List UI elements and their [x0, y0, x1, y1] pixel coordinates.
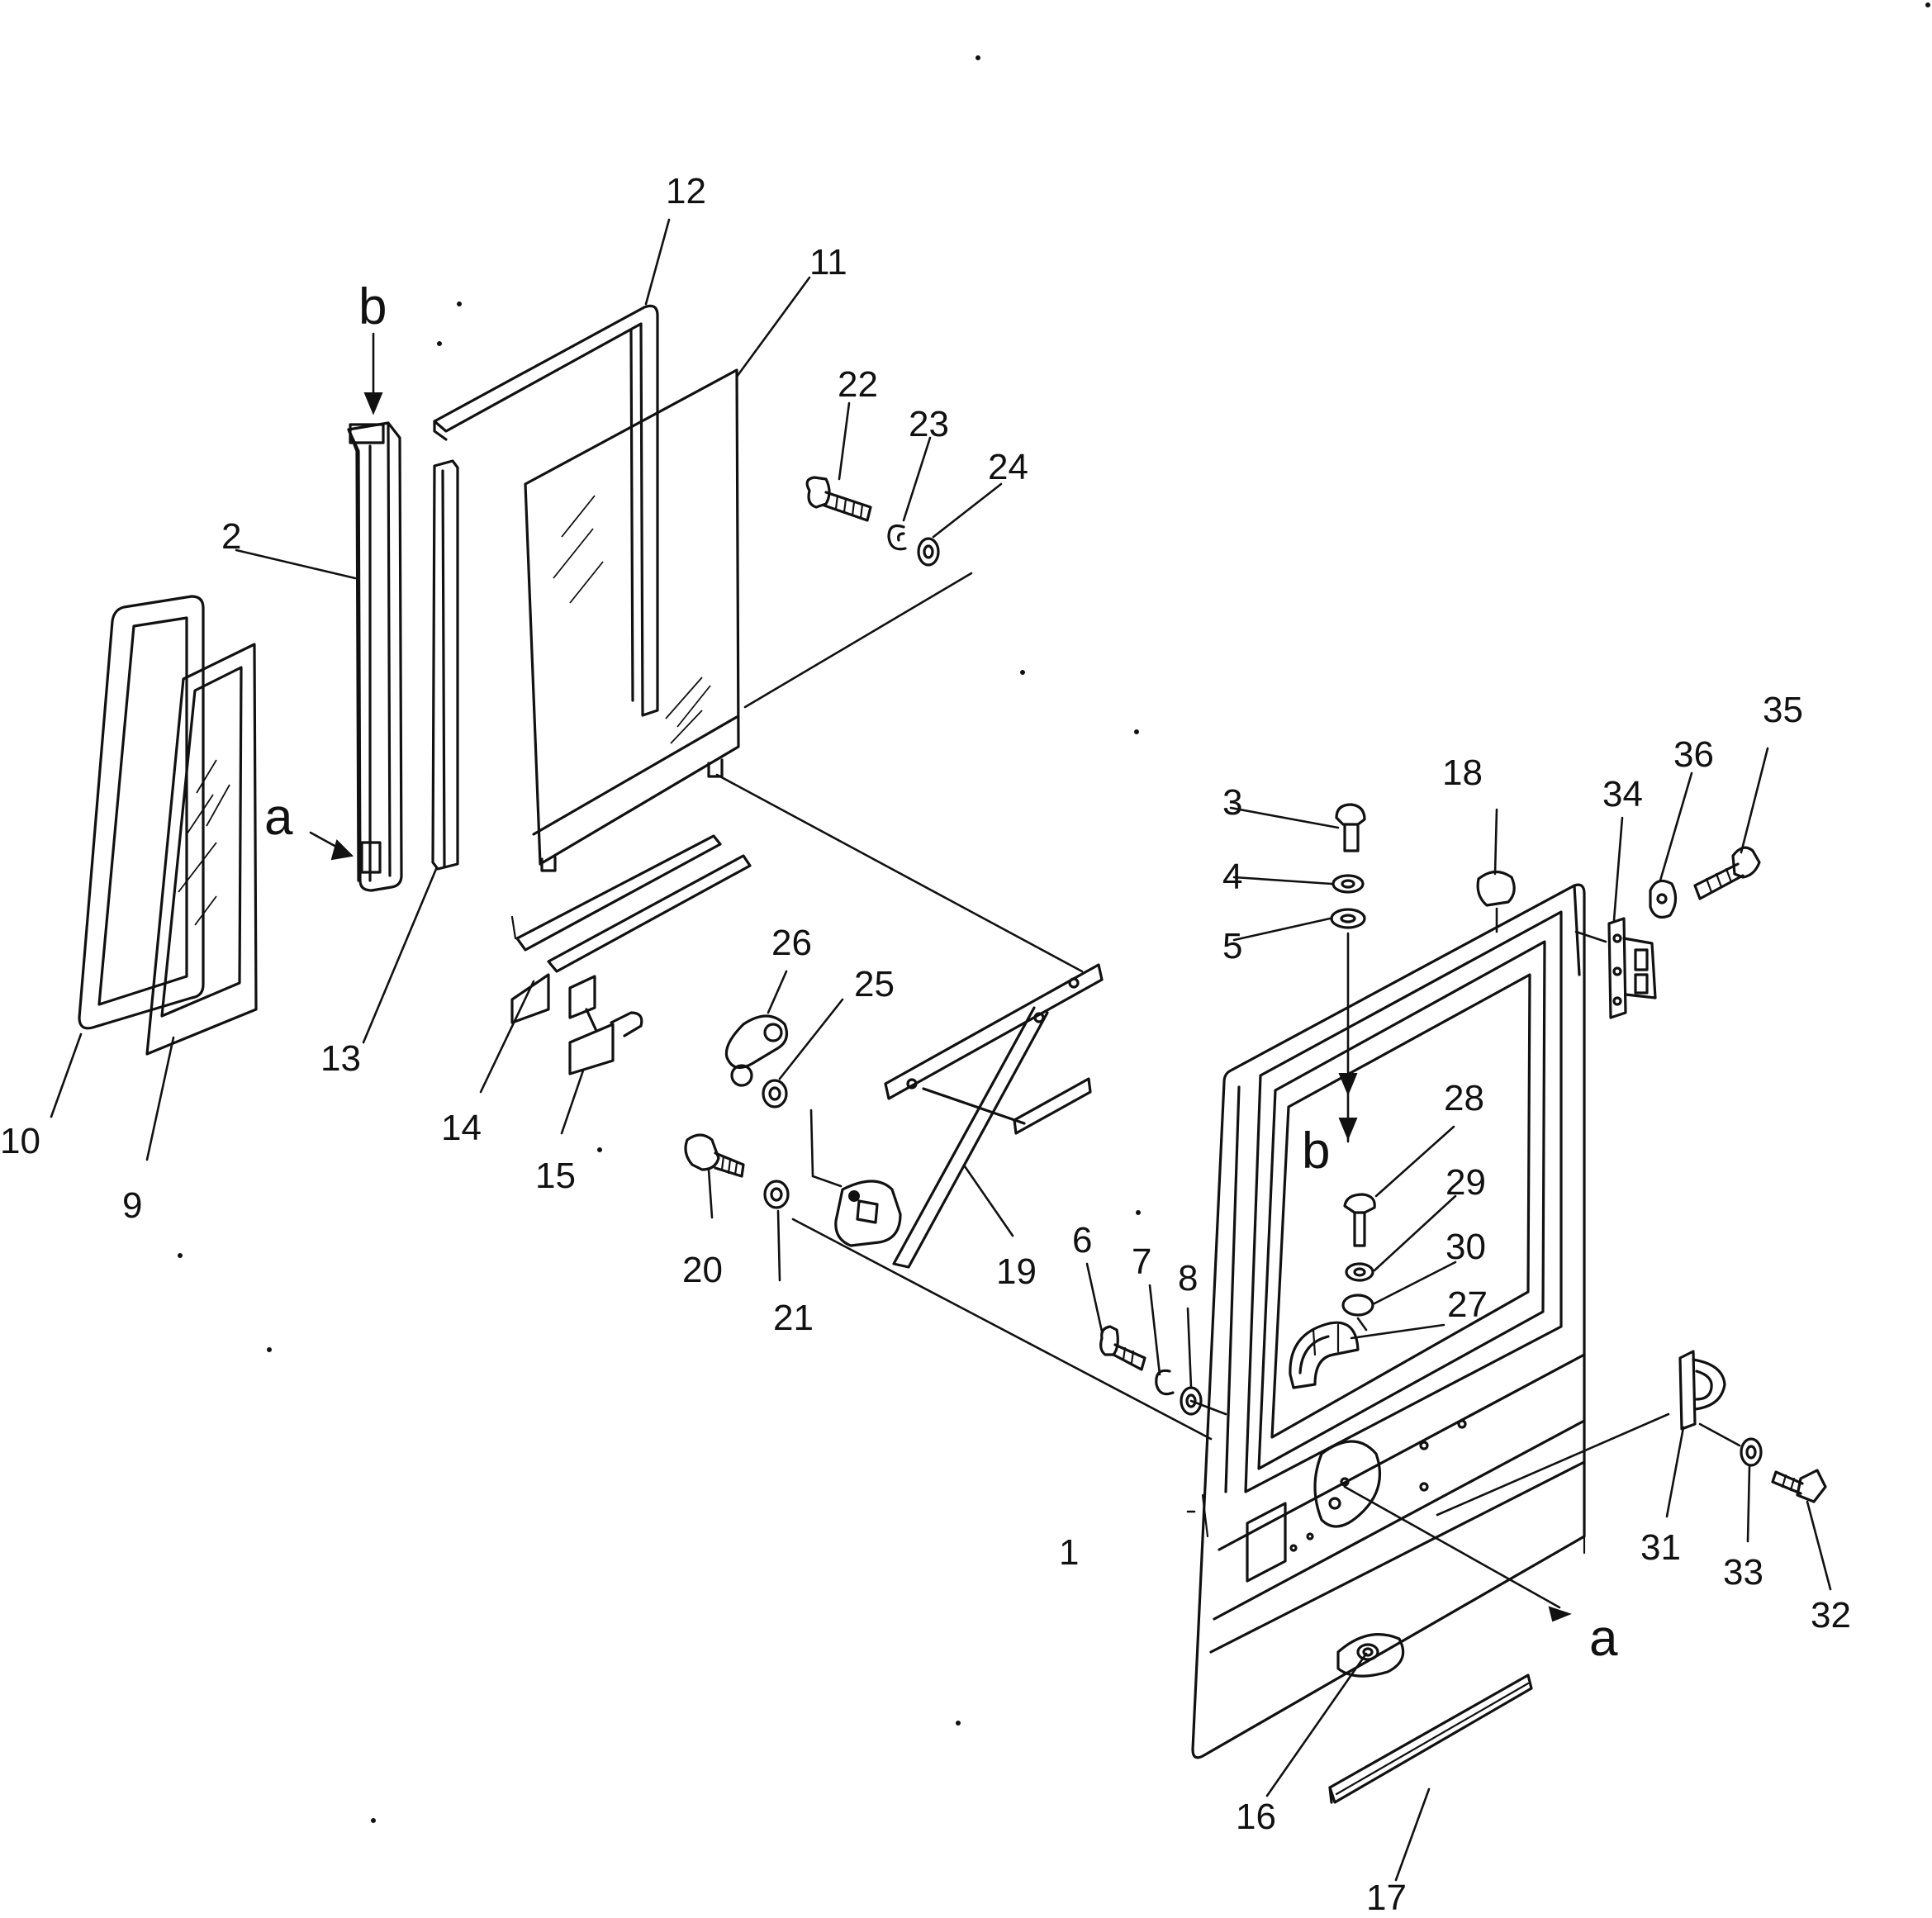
callout-16: 16 — [1236, 1797, 1276, 1837]
reference-b-right: b — [1302, 1123, 1330, 1180]
callout-3: 3 — [1222, 782, 1242, 823]
arrow-b-right — [1338, 1072, 1358, 1143]
callout-35: 35 — [1763, 690, 1803, 730]
part-1-door-panel — [1191, 883, 1586, 1759]
callout-12: 12 — [666, 171, 706, 211]
part-5-washer — [1330, 908, 1366, 929]
part-22-bolt — [805, 476, 872, 522]
callout-20: 20 — [682, 1250, 723, 1290]
reference-a-left: a — [264, 789, 293, 846]
callout-10: 10 — [0, 1121, 40, 1161]
part-12-run-channel — [433, 304, 659, 717]
callout-1: 1 — [1059, 1532, 1079, 1573]
part-15-latch-bracket — [568, 975, 643, 1075]
part-36-lock-washer — [1649, 879, 1678, 919]
part-3-screw — [1335, 803, 1366, 852]
callout-6: 6 — [1072, 1220, 1092, 1260]
part-2-pillar-channel — [347, 421, 403, 892]
callout-19: 19 — [996, 1251, 1037, 1292]
part-14-guide-rails — [510, 834, 752, 1024]
assembly-lines — [715, 572, 1741, 1609]
part-19-window-regulator — [834, 963, 1104, 1269]
part-11-sliding-glass — [524, 368, 740, 872]
callout-30: 30 — [1445, 1227, 1486, 1267]
part-33-washer — [1740, 1437, 1763, 1467]
part-25-washer — [762, 1079, 788, 1109]
callout-22: 22 — [838, 364, 878, 405]
part-16-grommet — [1362, 1647, 1374, 1657]
part-34-hinge — [1607, 917, 1657, 1019]
callout-13: 13 — [320, 1038, 361, 1079]
part-24-washer — [917, 537, 940, 567]
callout-7: 7 — [1132, 1241, 1151, 1282]
callout-26: 26 — [771, 923, 812, 963]
reference-b-left: b — [358, 278, 387, 335]
arrow-b-left — [363, 332, 383, 415]
callout-34: 34 — [1602, 774, 1643, 814]
part-18-plug — [1476, 870, 1516, 907]
callout-28: 28 — [1444, 1078, 1484, 1118]
callout-18: 18 — [1442, 752, 1483, 793]
callout-labels: 1 2 3 4 5 6 7 8 9 10 11 12 13 14 15 16 1… — [0, 171, 1851, 1918]
callout-23: 23 — [909, 404, 949, 444]
callout-32: 32 — [1811, 1595, 1851, 1636]
callout-14: 14 — [441, 1108, 482, 1148]
part-20-bolt — [684, 1133, 745, 1178]
callout-15: 15 — [535, 1156, 576, 1196]
callout-8: 8 — [1178, 1258, 1198, 1298]
part-10-seal-frame — [78, 595, 205, 1030]
callout-33: 33 — [1723, 1552, 1763, 1593]
part-26-handle-arm — [724, 1014, 788, 1087]
scan-specks — [178, 2, 1930, 1823]
callout-5: 5 — [1222, 926, 1242, 966]
callout-9: 9 — [122, 1185, 142, 1226]
callout-24: 24 — [988, 447, 1028, 487]
part-29-spring-washer — [1345, 1262, 1374, 1282]
callout-21: 21 — [773, 1298, 814, 1338]
part-32-bolt — [1771, 1469, 1827, 1503]
callout-leaders — [50, 218, 1832, 1882]
reference-a-right: a — [1589, 1610, 1618, 1667]
callout-36: 36 — [1673, 734, 1714, 775]
callout-11: 11 — [809, 242, 847, 282]
part-31-striker — [1678, 1350, 1726, 1431]
part-4-spring-washer — [1332, 874, 1365, 894]
callout-31: 31 — [1640, 1527, 1681, 1568]
part-30-washer — [1341, 1294, 1374, 1317]
part-27-handle-cup — [1289, 1321, 1360, 1389]
part-23-spring-washer — [887, 524, 907, 551]
part-9-glass-panel — [145, 643, 258, 1056]
part-7-spring-washer — [1155, 1369, 1175, 1396]
callout-4: 4 — [1222, 857, 1242, 897]
arrow-a-right — [1548, 1606, 1572, 1622]
part-28-screw — [1343, 1193, 1376, 1247]
part-17-bottom-strip — [1328, 1674, 1533, 1804]
callout-17: 17 — [1366, 1878, 1407, 1918]
callout-25: 25 — [854, 964, 895, 1004]
part-21-washer — [763, 1180, 790, 1209]
arrow-a-left — [309, 831, 354, 861]
part-35-bolt — [1693, 846, 1761, 900]
part-6-bolt — [1099, 1325, 1146, 1371]
callout-2: 2 — [221, 516, 241, 557]
reference-letters: b a b a — [264, 278, 1618, 1667]
callout-27: 27 — [1447, 1284, 1488, 1325]
callout-29: 29 — [1445, 1162, 1486, 1203]
part-13-edge-strip — [431, 459, 459, 871]
